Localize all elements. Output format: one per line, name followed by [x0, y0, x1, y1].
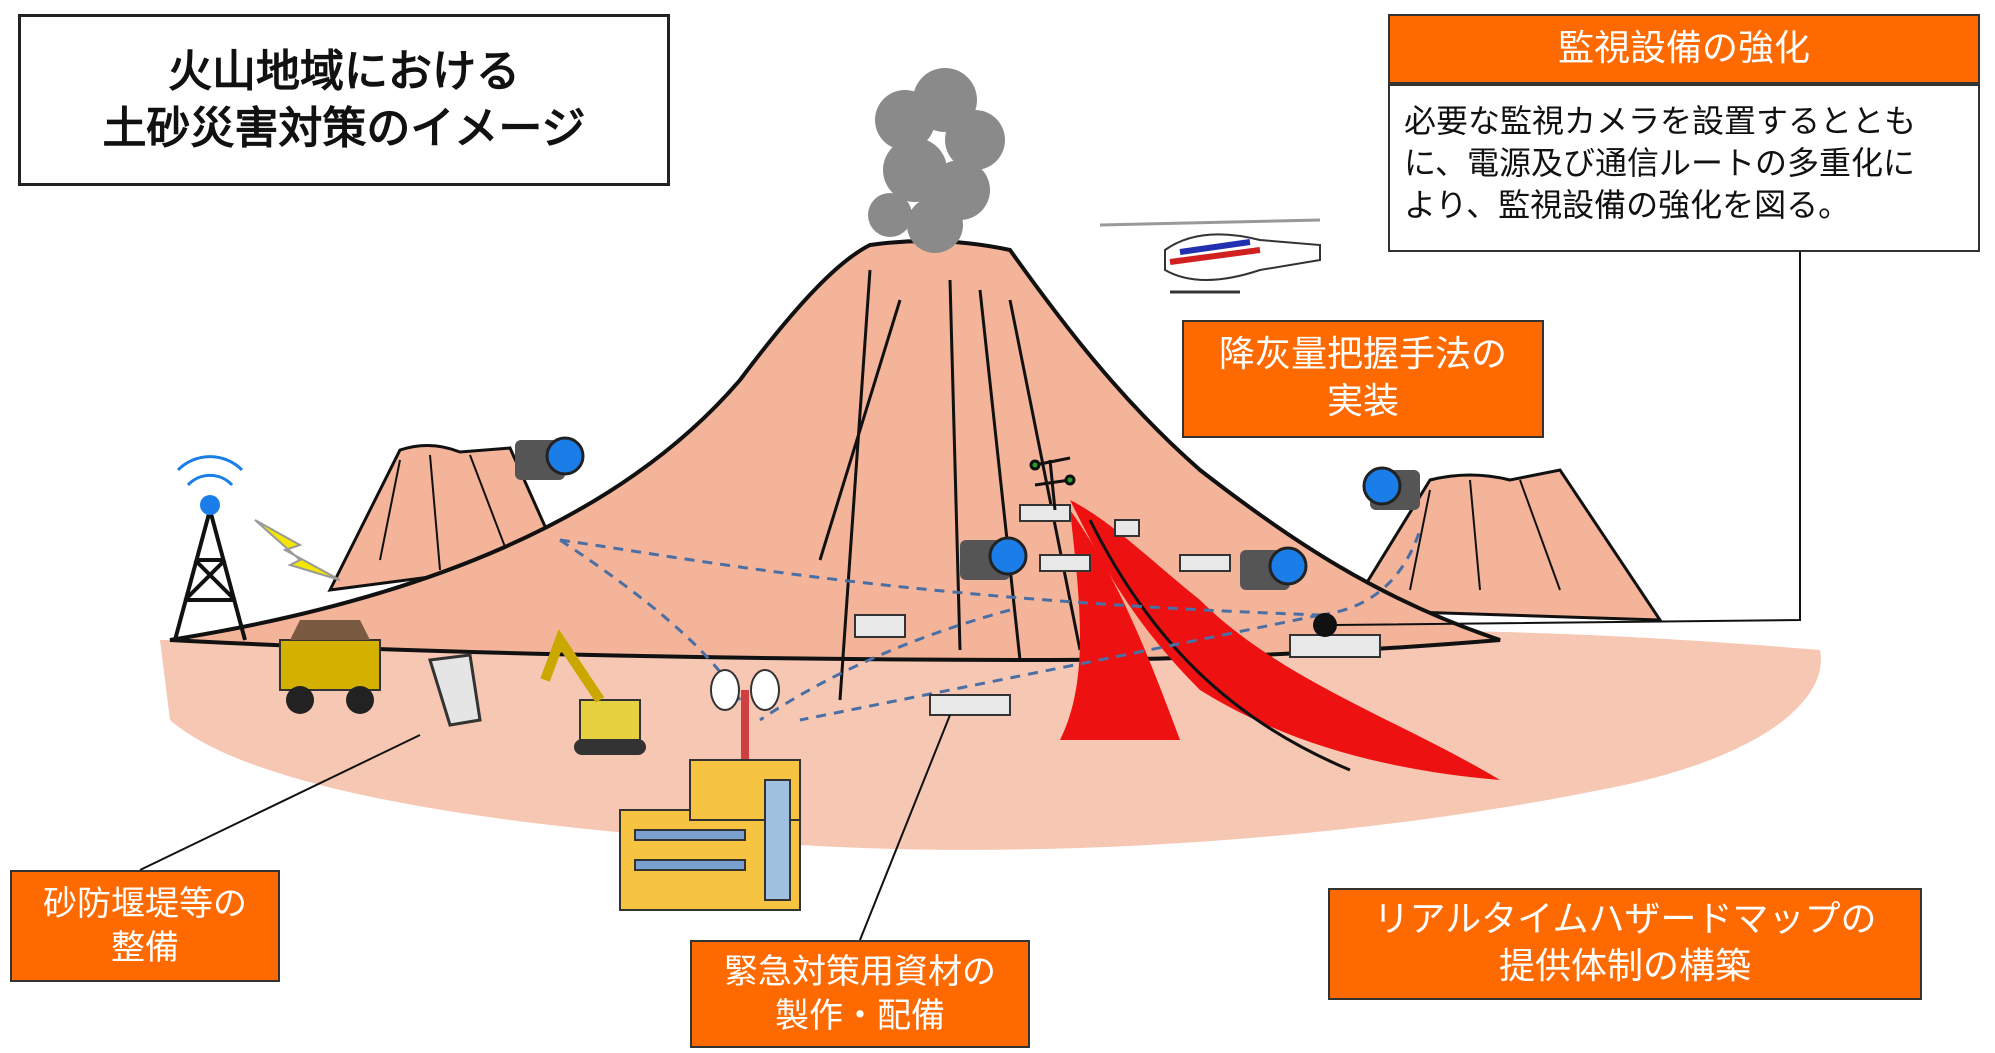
emergency-materials-label: 緊急対策用資材の 製作・配備: [690, 940, 1030, 1048]
concrete-block-icon: [854, 504, 1381, 716]
emergency-line-2: 製作・配備: [775, 996, 945, 1036]
building-icon: [619, 759, 801, 911]
title-line-1: 火山地域における: [168, 45, 520, 97]
leader-lines: [139, 252, 1801, 941]
sensor-pole-icon: [1029, 456, 1076, 511]
lightning-icon: [254, 519, 341, 581]
smoke-icon: [868, 68, 1005, 253]
monitoring-desc-line-3: より、監視設備の強化を図る。: [1404, 186, 1851, 225]
monitoring-desc-line-2: に、電源及び通信ルートの多重化に: [1404, 144, 1916, 183]
monitoring-title-label: 監視設備の強化: [1388, 14, 1980, 84]
dump-truck-icon: [279, 620, 381, 714]
diagram-title: 火山地域における 土砂災害対策のイメージ: [18, 14, 670, 186]
main-volcano: [169, 239, 1501, 663]
title-line-2: 土砂災害対策のイメージ: [102, 103, 586, 154]
hazard-map-line-1: リアルタイムハザードマップの: [1373, 899, 1877, 941]
ash-fall-line-1: 降灰量把握手法の: [1218, 334, 1507, 376]
helicopter-icon: [1099, 218, 1321, 294]
ash-fall-line-2: 実装: [1326, 381, 1399, 422]
sabo-dam-line-2: 整備: [111, 928, 179, 968]
hazard-map-line-2: 提供体制の構築: [1498, 946, 1751, 987]
monitoring-desc-line-1: 必要な監視カメラを設置するととも: [1404, 102, 1917, 140]
sabo-dam-icon: [428, 653, 482, 727]
antenna-icon: [710, 669, 780, 760]
sabo-dam-label: 砂防堰堤等の 整備: [10, 870, 280, 982]
monitoring-description: 必要な監視カメラを設置するととも に、電源及び通信ルートの多重化に より、監視設…: [1388, 84, 1980, 252]
lava-flow: [1070, 500, 1500, 780]
sabo-dam-line-1: 砂防堰堤等の: [43, 883, 247, 924]
radio-tower-icon: [173, 455, 247, 641]
camera-icon: [515, 436, 585, 480]
ash-fall-label: 降灰量把握手法の 実装: [1182, 320, 1544, 438]
sensor-icon: [1313, 613, 1337, 637]
camera-icon: [1240, 546, 1308, 590]
emergency-line-1: 緊急対策用資材の: [724, 951, 996, 992]
hazard-map-label: リアルタイムハザードマップの 提供体制の構築: [1328, 888, 1922, 1000]
camera-icon: [960, 536, 1028, 580]
ground-area: [160, 630, 1821, 850]
camera-icon: [1362, 466, 1420, 510]
excavator-icon: [540, 629, 646, 755]
